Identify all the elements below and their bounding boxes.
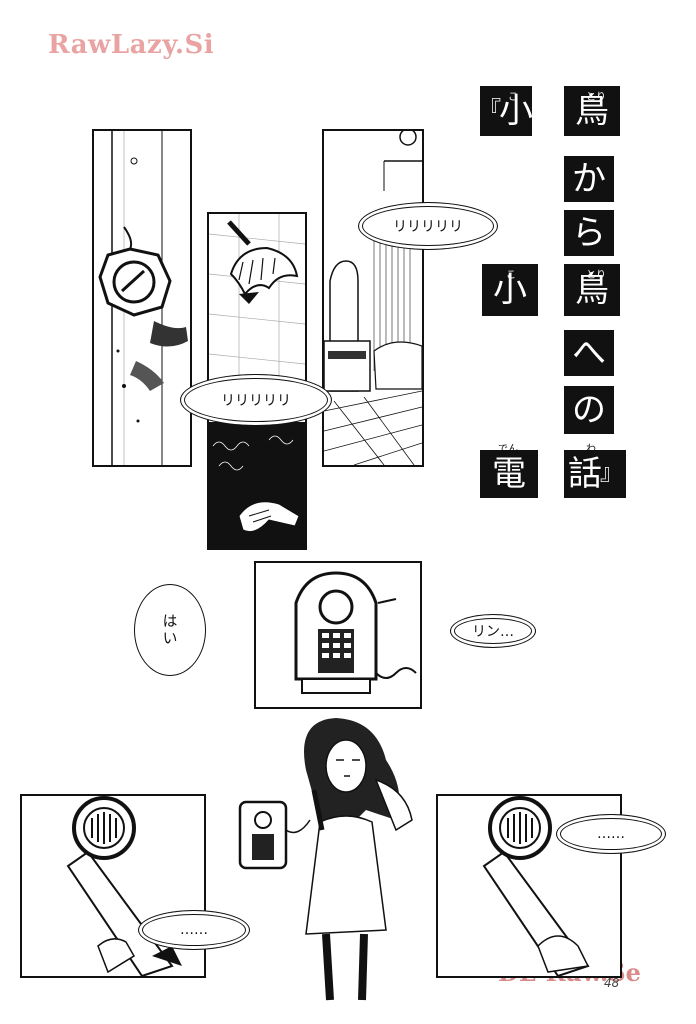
- panel-wall-telephone: [254, 561, 422, 709]
- panel-phone-bell: [92, 129, 192, 467]
- balloon-silence-left: ……: [138, 910, 250, 950]
- chapter-title: 『小 こ 鳥 とり か ら 小 こ 鳥 とり へ の 電 でん 話』 わ: [468, 80, 628, 500]
- page-number: 48: [604, 976, 620, 990]
- bell-closeup-illustration: [209, 214, 305, 422]
- ruby-5: でん: [498, 444, 518, 455]
- panel-girl-dark: [207, 424, 307, 550]
- ruby-3: こ: [506, 270, 516, 281]
- ruby-4: とり: [586, 270, 606, 281]
- title-char-10: 話』: [564, 450, 626, 498]
- balloon-hai: はい: [134, 584, 206, 676]
- balloon-ring-1: リリリリリ: [358, 202, 498, 250]
- balloon-ring-2: リリリリリ: [180, 374, 332, 426]
- girl-on-phone-illustration: [238, 718, 413, 1001]
- ruby-6: わ: [586, 444, 596, 455]
- girl-dark-illustration: [212, 435, 300, 533]
- panel-receiver-left: [20, 794, 206, 978]
- wall-telephone-illustration: [294, 571, 417, 694]
- balloon-hai-text: はい: [160, 613, 179, 647]
- room-interior-illustration: [324, 131, 422, 465]
- watermark-top: RawLazy.Si: [48, 30, 215, 60]
- title-char-4: ら: [564, 210, 614, 256]
- panel-room-interior: [322, 129, 424, 467]
- title-char-6: 鳥: [564, 264, 620, 316]
- title-char-2: 鳥: [564, 86, 620, 136]
- title-char-3: か: [564, 156, 614, 202]
- ruby-1: こ: [508, 92, 518, 103]
- phone-bell-illustration: [98, 131, 188, 465]
- title-char-5: 小: [482, 264, 538, 316]
- receiver-right-illustration: [482, 796, 590, 976]
- title-char-1: 『小: [479, 86, 533, 136]
- balloon-rin: リン…: [450, 614, 536, 648]
- ruby-2: とり: [586, 92, 606, 103]
- title-char-7: へ: [564, 330, 614, 376]
- title-char-9: 電: [480, 450, 538, 498]
- title-char-8: の: [564, 386, 614, 434]
- receiver-left-illustration: [66, 796, 182, 976]
- balloon-silence-right: ……: [556, 814, 666, 854]
